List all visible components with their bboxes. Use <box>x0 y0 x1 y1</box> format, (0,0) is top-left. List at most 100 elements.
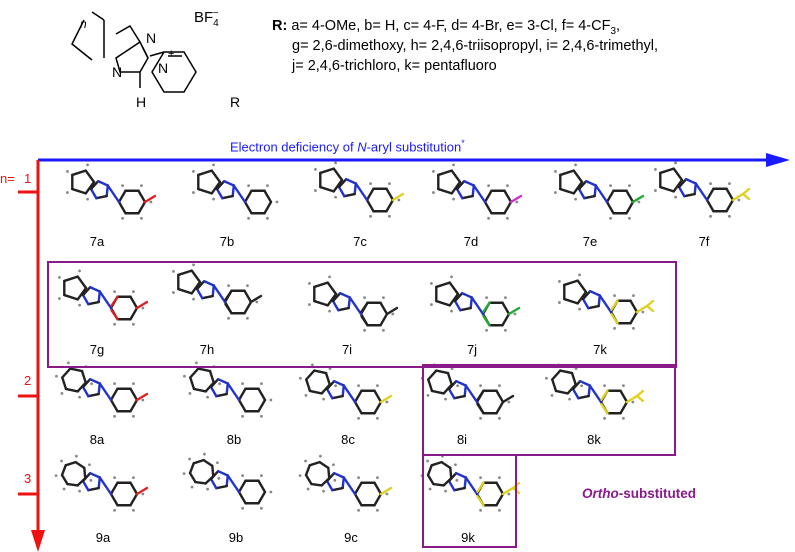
bond <box>495 492 505 507</box>
bond <box>446 371 453 386</box>
bond <box>192 387 207 393</box>
bond <box>379 394 393 404</box>
bond <box>385 198 395 213</box>
bond <box>447 387 456 400</box>
bond <box>263 200 273 215</box>
bond <box>237 398 247 413</box>
hydrogen-atom <box>140 184 143 188</box>
molecule <box>58 269 149 326</box>
compound-label: 7i <box>341 342 353 357</box>
bond <box>313 281 329 289</box>
bond <box>343 192 356 198</box>
bond <box>222 179 235 187</box>
hydrogen-atom <box>78 489 81 493</box>
bond <box>476 403 485 415</box>
hydrogen-atom <box>654 189 657 192</box>
molecule <box>432 163 523 220</box>
hydrogen-atom <box>260 414 263 418</box>
hydrogen-atom <box>515 200 519 204</box>
bond <box>435 281 451 289</box>
bond <box>379 486 393 496</box>
bond <box>89 187 98 200</box>
bond <box>87 300 100 306</box>
hydrogen-atom <box>369 214 372 218</box>
bond <box>89 179 100 191</box>
bond <box>74 460 86 470</box>
hydrogen-atom <box>216 461 219 465</box>
bond <box>571 379 582 391</box>
bond <box>348 296 363 316</box>
bond <box>304 464 311 477</box>
substituent-legend-line-1: R: a= 4-OMe, b= H, c= 4-F, d= 4-Br, e= 3… <box>272 18 621 37</box>
hydrogen-atom <box>60 459 63 463</box>
hydrogen-atom <box>328 275 331 279</box>
bond <box>337 185 346 198</box>
bond <box>501 301 511 316</box>
hydrogen-atom <box>149 200 153 204</box>
hydrogen-atom <box>266 184 269 188</box>
bond <box>243 289 253 304</box>
bond <box>308 460 321 467</box>
bond <box>453 486 466 492</box>
hydrogen-atom <box>487 216 490 220</box>
hydrogen-atom <box>450 309 453 313</box>
bond <box>572 180 584 195</box>
hydrogen-atom <box>628 184 631 188</box>
compound-label: 7c <box>353 234 367 249</box>
hydrogen-atom <box>227 284 230 288</box>
hydrogen-atom <box>382 296 385 300</box>
hydrogen-atom <box>654 168 657 171</box>
bond <box>459 306 472 312</box>
compound-label: 9b <box>228 530 244 545</box>
bond <box>354 182 369 202</box>
bond <box>470 296 485 316</box>
hydrogen-atom <box>172 270 175 273</box>
bond <box>454 471 467 479</box>
hydrogen-atom <box>141 398 145 402</box>
bond <box>87 486 100 492</box>
bond <box>342 476 357 496</box>
hydrogen-atom <box>217 476 221 480</box>
compound-label: 7f <box>698 234 710 249</box>
hydrogen-atom <box>334 195 337 199</box>
bond <box>135 392 149 402</box>
hydrogen-atom <box>632 294 635 298</box>
bond <box>202 279 215 287</box>
bond <box>572 169 584 184</box>
bond <box>257 387 267 402</box>
bond <box>677 185 686 198</box>
bond <box>482 315 491 327</box>
hydrogen-atom <box>192 263 195 267</box>
hydrogen-atom <box>609 216 612 220</box>
hydrogen-atom <box>190 485 194 489</box>
bond <box>325 379 336 391</box>
hydrogen-atom <box>357 508 360 512</box>
substituent-legend-line-2: g= 2,6-dimethoxy, h= 2,4,6-triisopropyl,… <box>292 38 659 54</box>
hydrogen-atom <box>113 508 116 512</box>
hydrogen-atom <box>385 400 389 404</box>
molecule <box>298 454 393 512</box>
bond <box>577 187 586 200</box>
bond <box>450 169 462 184</box>
hydrogen-atom <box>308 303 311 306</box>
bond <box>645 304 655 313</box>
bond <box>342 384 357 404</box>
compound-label: 7d <box>463 234 479 249</box>
atom-n3: N <box>158 60 169 76</box>
bond <box>683 192 696 198</box>
bond <box>129 306 139 321</box>
hydrogen-atom <box>454 463 457 467</box>
hydrogen-atom <box>227 316 230 320</box>
hydrogen-atom <box>544 376 548 380</box>
bond <box>581 289 592 301</box>
bond <box>684 177 697 185</box>
hydrogen-atom <box>728 214 731 218</box>
bond <box>197 187 213 195</box>
bond <box>600 403 609 415</box>
bond <box>447 379 458 391</box>
hydrogen-atom <box>206 487 209 491</box>
molecule <box>192 163 279 220</box>
molecule <box>554 163 645 220</box>
hydrogen-atom <box>507 492 511 496</box>
molecule <box>54 454 149 512</box>
